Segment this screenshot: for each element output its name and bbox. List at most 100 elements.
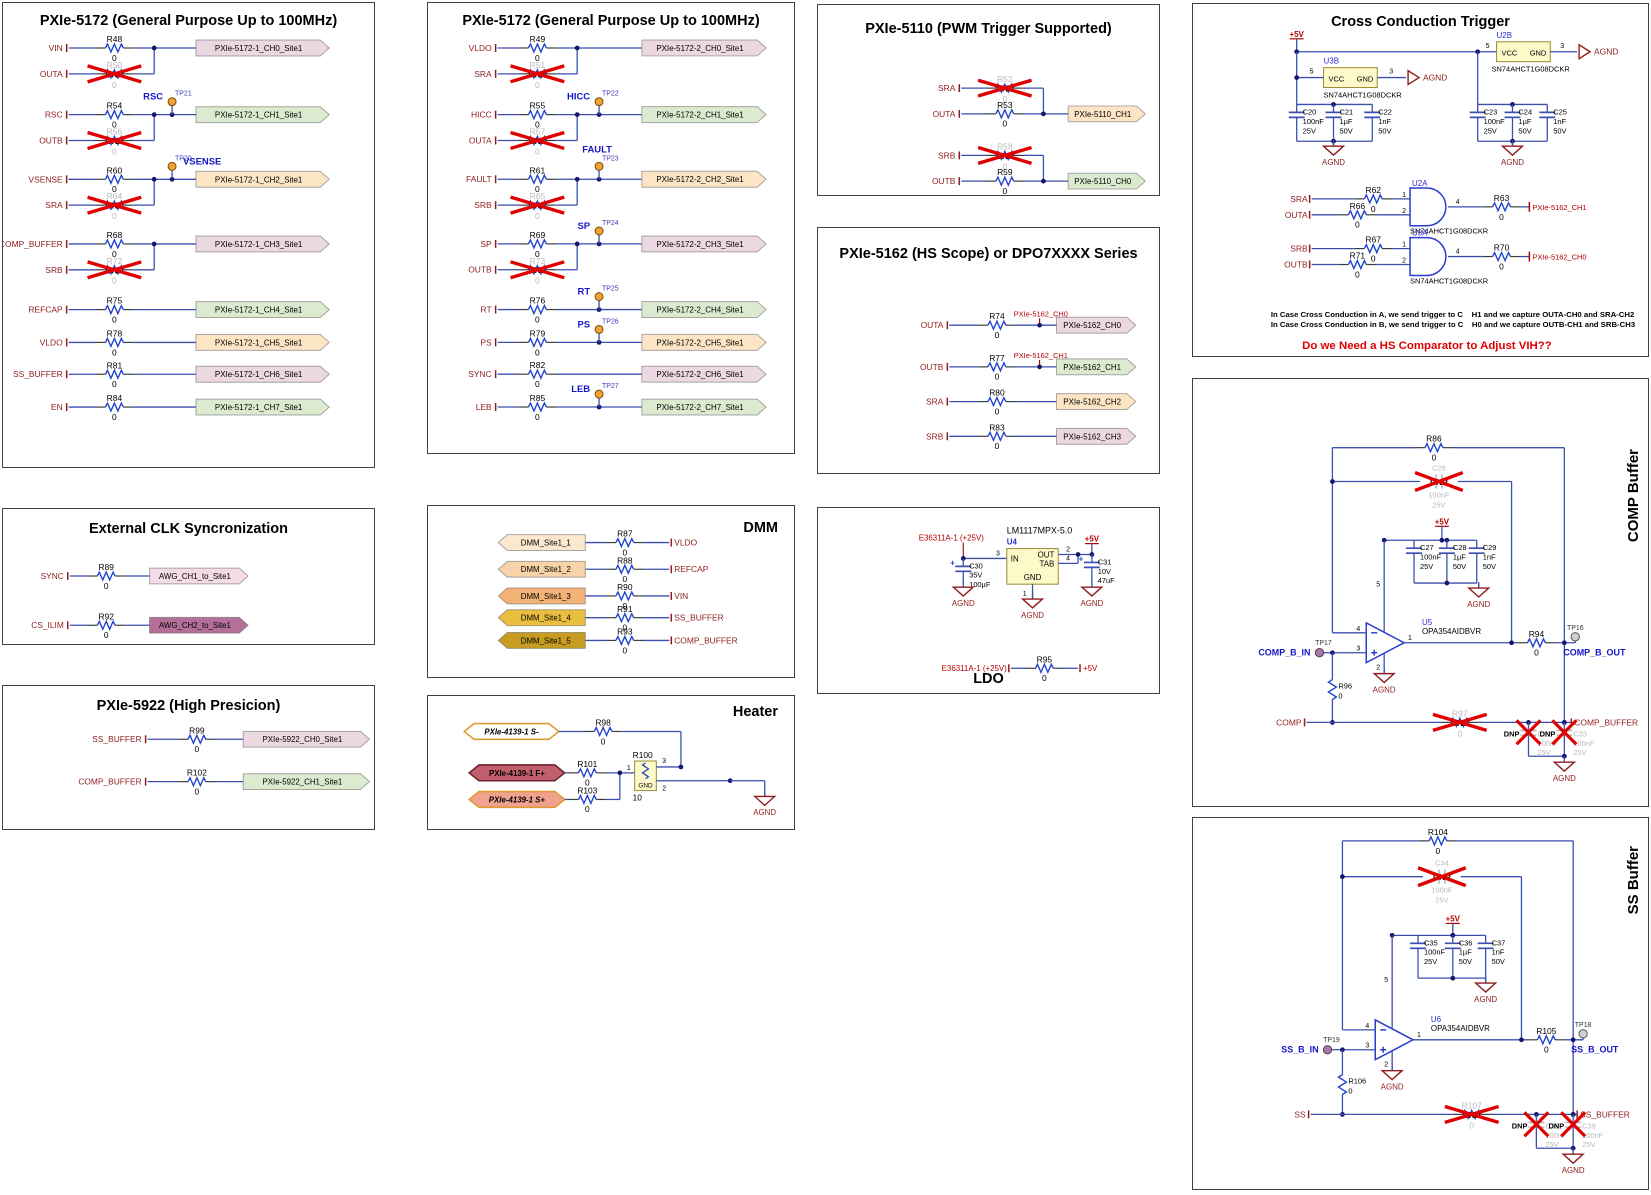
net-flag[interactable]: [1067, 172, 1147, 190]
port-PS[interactable]: PS: [480, 337, 492, 347]
port-COMP_BUFFER[interactable]: COMP_BUFFER: [3, 239, 63, 249]
net-flag[interactable]: [497, 609, 586, 627]
port-OUTB[interactable]: OUTB: [39, 135, 63, 145]
resistor-R105[interactable]: [1536, 1034, 1556, 1046]
port-OUTB[interactable]: OUTB: [932, 176, 956, 186]
port-OUTA[interactable]: OUTA: [933, 109, 956, 119]
port-SRA[interactable]: SRA: [45, 200, 63, 210]
ic-body[interactable]: [1323, 67, 1378, 89]
net-flag[interactable]: [641, 106, 767, 124]
resistor-R97[interactable]: [1450, 716, 1470, 729]
resistor-R63[interactable]: [1491, 201, 1512, 213]
schematic-canvas-p9[interactable]: PXIe-4139-1 S-PXIe-4139-1 F+PXIe-4139-1 …: [428, 696, 794, 829]
net-flag[interactable]: [195, 301, 330, 319]
net-flag[interactable]: [195, 333, 330, 351]
net-flag[interactable]: [1055, 427, 1137, 445]
ic-body[interactable]: [1006, 548, 1059, 585]
testpoint-TP24[interactable]: [594, 226, 604, 236]
schematic-canvas-p12[interactable]: R1040C34DNP100nF25V+5VC35100nF25VC361µF5…: [1193, 818, 1648, 1189]
port-VSENSE[interactable]: VSENSE: [28, 174, 63, 184]
testpoint-TP20[interactable]: [167, 161, 177, 171]
resistor-R79[interactable]: [527, 336, 547, 349]
net-flag[interactable]: [641, 39, 767, 57]
testpoint-TP18[interactable]: [1578, 1029, 1588, 1039]
net-flag[interactable]: [149, 567, 249, 585]
net-flag[interactable]: [641, 301, 767, 319]
resistor-R54[interactable]: [104, 108, 124, 121]
testpoint-TP16[interactable]: [1570, 632, 1580, 642]
port-CS_ILIM[interactable]: CS_ILIM: [31, 620, 64, 630]
resistor-R77[interactable]: [987, 361, 1007, 373]
testpoint-TP26[interactable]: [594, 324, 604, 334]
resistor-R67[interactable]: [1363, 242, 1383, 255]
port-REFCAP[interactable]: REFCAP: [28, 305, 63, 315]
net-flag[interactable]: [1055, 393, 1137, 411]
port-SRA[interactable]: SRA: [938, 83, 956, 93]
resistor-R88[interactable]: [615, 563, 635, 575]
resistor-R98[interactable]: [593, 725, 613, 738]
net-flag[interactable]: [195, 398, 330, 416]
port-SRB[interactable]: SRB: [1290, 244, 1308, 254]
resistor-R85[interactable]: [527, 401, 547, 413]
resistor-R59[interactable]: [995, 175, 1015, 187]
port-OUTB[interactable]: OUTB: [468, 265, 492, 275]
port-SRA[interactable]: SRA: [474, 69, 492, 79]
port-SS_BUFFER[interactable]: SS_BUFFER: [92, 734, 141, 744]
resistor-R72[interactable]: [104, 264, 124, 276]
port-OUTA[interactable]: OUTA: [40, 69, 63, 79]
schematic-canvas-p11[interactable]: R860C26DNP100nF25V+5VC27100nF25VC281µF50…: [1193, 379, 1648, 806]
resistor-R66[interactable]: [1347, 209, 1367, 221]
resistor-R87[interactable]: [615, 536, 635, 549]
port-COMP[interactable]: COMP: [1276, 717, 1302, 727]
port-SRB[interactable]: SRB: [474, 200, 492, 210]
ic-body[interactable]: [1496, 41, 1551, 63]
port-SS_BUFFER[interactable]: SS_BUFFER: [674, 613, 723, 623]
schematic-canvas-p6[interactable]: SYNCR890AWG_CH1_to_Site1CS_ILIMR920AWG_C…: [3, 509, 374, 644]
port-COMP_BUFFER[interactable]: COMP_BUFFER: [78, 777, 141, 787]
port-SRB[interactable]: SRB: [938, 150, 956, 160]
resistor-R52[interactable]: [995, 82, 1015, 94]
net-flag[interactable]: [641, 398, 767, 416]
resistor-R69[interactable]: [527, 238, 547, 250]
and-gate-U3A[interactable]: [1409, 236, 1447, 277]
resistor-R68[interactable]: [104, 238, 124, 250]
net-flag[interactable]: [1067, 105, 1147, 123]
resistor-R92[interactable]: [96, 619, 116, 631]
schematic-canvas-p8[interactable]: DMM_Site1_1R870VLDODMM_Site1_2R880REFCAP…: [428, 506, 794, 677]
port-COMP_BUFFER[interactable]: COMP_BUFFER: [674, 635, 737, 645]
port-OUTA[interactable]: OUTA: [921, 320, 944, 330]
port-SRA[interactable]: SRA: [1290, 194, 1308, 204]
resistor-R48[interactable]: [104, 42, 124, 54]
testpoint-TP27[interactable]: [594, 389, 604, 399]
net-flag[interactable]: [195, 235, 330, 253]
port-REFCAP[interactable]: REFCAP: [674, 564, 708, 574]
resistor-R80[interactable]: [987, 395, 1007, 408]
net-flag[interactable]: [1055, 316, 1137, 334]
resistor-R81[interactable]: [104, 368, 124, 380]
ic-body[interactable]: [634, 760, 657, 792]
port-VIN[interactable]: VIN: [49, 43, 63, 53]
port-SYNC[interactable]: SYNC: [468, 369, 491, 379]
port-SRB[interactable]: SRB: [45, 265, 63, 275]
harness-flag[interactable]: [462, 722, 561, 741]
port-OUTA[interactable]: OUTA: [1285, 210, 1308, 220]
net-flag[interactable]: [242, 773, 371, 791]
port-SS_BUFFER[interactable]: SS_BUFFER: [13, 369, 63, 379]
port-EN[interactable]: EN: [51, 402, 63, 412]
schematic-canvas-p7[interactable]: SS_BUFFERR990PXIe-5922_CH0_Site1COMP_BUF…: [3, 686, 374, 829]
testpoint-TP23[interactable]: [594, 161, 604, 171]
resistor-R107[interactable]: [1462, 1108, 1482, 1121]
resistor-R83[interactable]: [987, 430, 1007, 442]
port-SRB[interactable]: SRB: [926, 431, 944, 441]
resistor-R93[interactable]: [615, 634, 635, 647]
port-VLDO[interactable]: VLDO: [40, 337, 63, 347]
resistor-R96[interactable]: [1327, 679, 1338, 701]
resistor-R74[interactable]: [987, 319, 1007, 331]
port-RSC[interactable]: RSC: [45, 110, 63, 120]
resistor-R49[interactable]: [527, 42, 547, 54]
port-COMP_BUFFER[interactable]: COMP_BUFFER: [1574, 717, 1638, 727]
resistor-R62[interactable]: [1363, 193, 1383, 205]
opamp-U5[interactable]: [1365, 621, 1406, 664]
net-flag[interactable]: [195, 106, 330, 124]
